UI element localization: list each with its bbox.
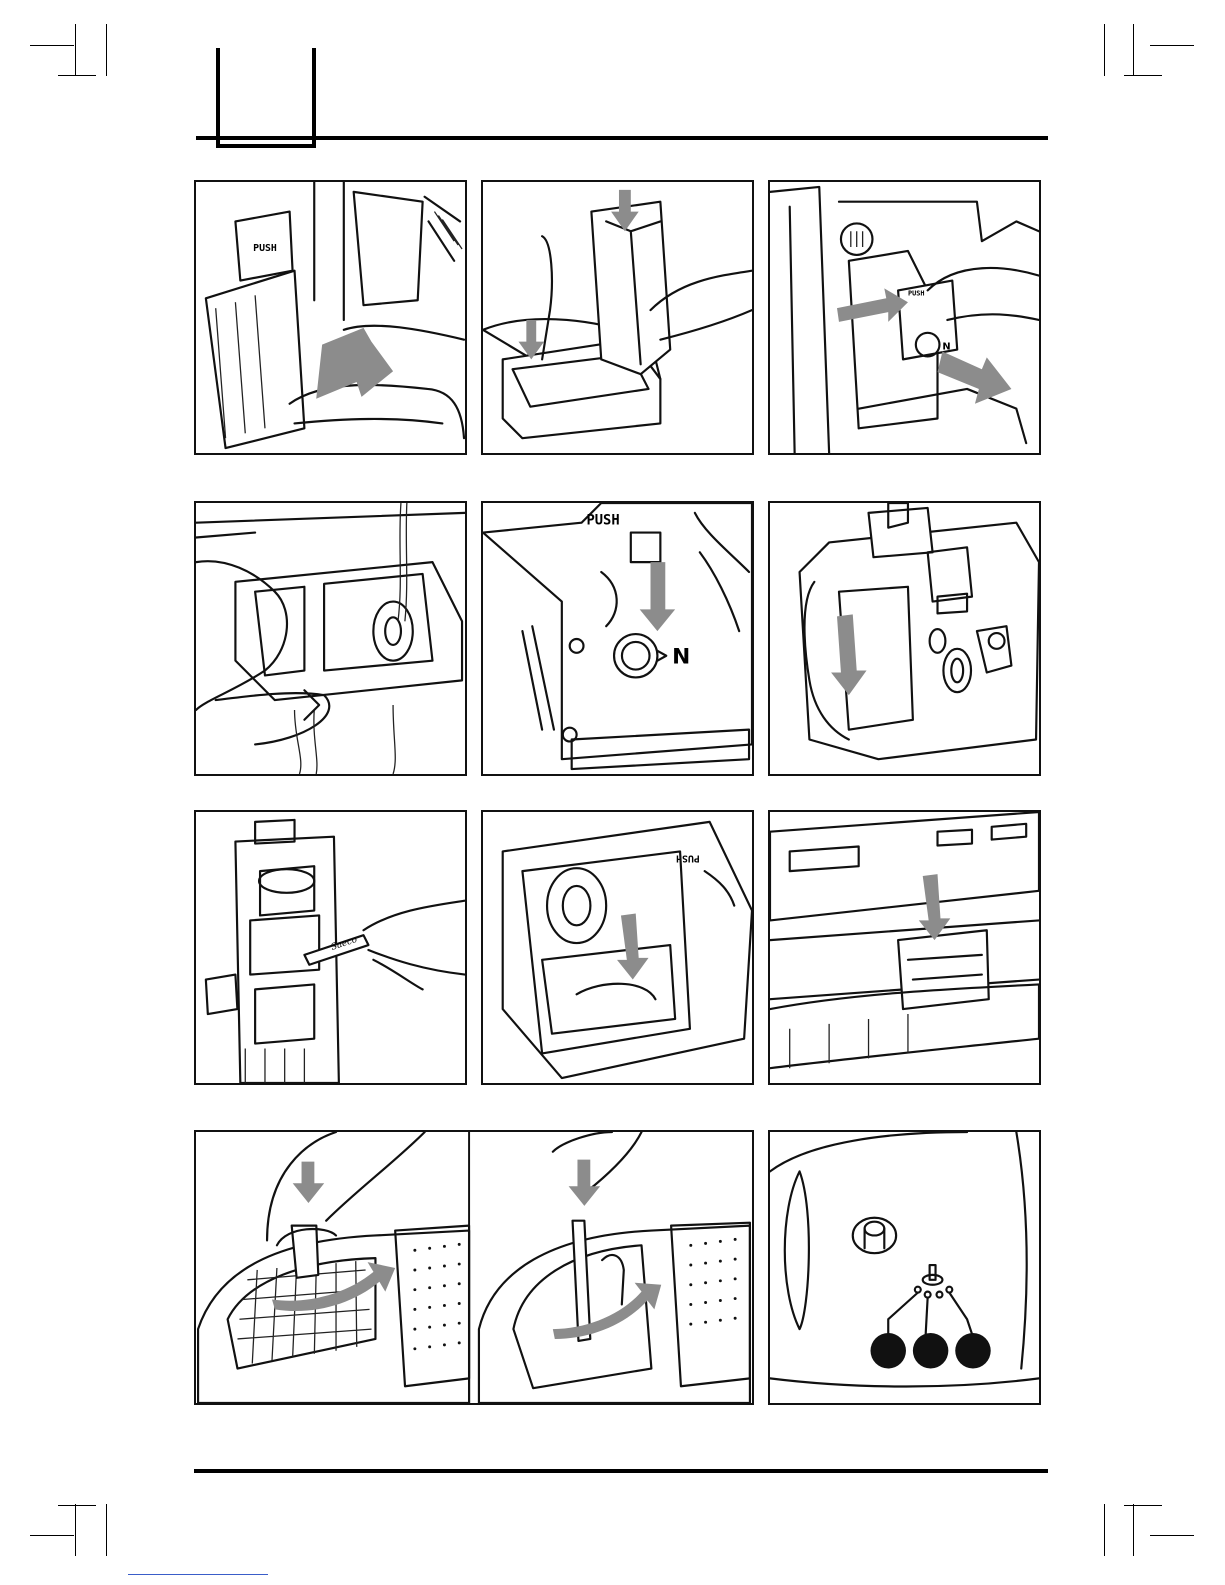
- crop-mark-br-h1: [1150, 1535, 1194, 1536]
- brew-unit-push-label-small: PUSH: [908, 289, 925, 297]
- crop-mark-tl-h1: [30, 45, 74, 46]
- crop-mark-tr-v1: [1104, 24, 1105, 76]
- arrow-down-icon-8: [569, 1160, 601, 1206]
- crop-mark-br-h2: [1124, 1505, 1162, 1506]
- panel-3-remove-brew-unit: N PUSH: [768, 180, 1041, 455]
- panel-1-open-service-door: PUSH: [194, 180, 467, 455]
- panel-11-water-level-sensors: [768, 1130, 1041, 1405]
- crop-mark-tr-v2: [1133, 24, 1134, 76]
- panel-4-rinse-brew-unit: [194, 501, 467, 776]
- link-underline: [128, 1574, 268, 1575]
- crop-mark-br-v2: [1133, 1504, 1134, 1556]
- header-rule: [196, 136, 1048, 140]
- illustration-grease-application: Saeco: [196, 812, 465, 1083]
- brew-unit-push-label: PUSH: [253, 243, 277, 254]
- crop-mark-tl-v2: [106, 24, 107, 76]
- panel-9-grease-rail: [768, 810, 1041, 1085]
- brew-unit-n-marker: N: [672, 645, 690, 670]
- illustration-clean-chute: [196, 1132, 752, 1403]
- footer-rule: [194, 1469, 1048, 1473]
- header-tab-top: [216, 48, 220, 52]
- brew-unit-push-label-large: PUSH: [586, 513, 619, 529]
- panel-10-clean-coffee-chute: [194, 1130, 754, 1405]
- crop-mark-bl-v1: [75, 1504, 76, 1556]
- sensor-callout-2: [913, 1333, 948, 1368]
- sensor-callout-1: [871, 1333, 906, 1368]
- crop-mark-tl-v1: [75, 24, 76, 76]
- panel-8-grease-guide: PUSH: [481, 810, 754, 1085]
- panel-5-brew-unit-n-marker: PUSH N: [481, 501, 754, 776]
- illustration-service-door: PUSH: [196, 182, 465, 453]
- illustration-drip-tray: [483, 182, 752, 453]
- illustration-grease-guide: PUSH: [483, 812, 752, 1083]
- illustration-grease-rail: [770, 812, 1039, 1083]
- header-tab: [216, 48, 316, 148]
- brew-unit-n-marker-small: N: [942, 342, 950, 353]
- crop-mark-br-v1: [1104, 1504, 1105, 1556]
- crop-mark-bl-v2: [106, 1504, 107, 1556]
- crop-mark-tl-h2: [58, 75, 96, 76]
- arrow-down-icon-7: [293, 1162, 325, 1203]
- illustration-brew-unit-removal: N PUSH: [770, 182, 1039, 453]
- illustration-brew-unit-side: PUSH N: [483, 503, 752, 774]
- crop-mark-bl-h1: [30, 1535, 74, 1536]
- illustration-brew-unit-front: [770, 503, 1039, 774]
- crop-mark-tr-h1: [1150, 45, 1194, 46]
- panel-6-brew-unit-lever: [768, 501, 1041, 776]
- illustration-rinse-under-water: [196, 503, 465, 774]
- arrow-right-icon: [316, 328, 393, 399]
- panel-7-grease-brew-unit: Saeco: [194, 810, 467, 1085]
- crop-mark-bl-h2: [58, 1505, 96, 1506]
- crop-mark-tr-h2: [1124, 75, 1162, 76]
- sensor-callout-3: [955, 1333, 990, 1368]
- panel-2-remove-drip-tray: [481, 180, 754, 455]
- illustration-sensor-contacts: [770, 1132, 1039, 1403]
- arrow-out-icon: [938, 351, 1012, 403]
